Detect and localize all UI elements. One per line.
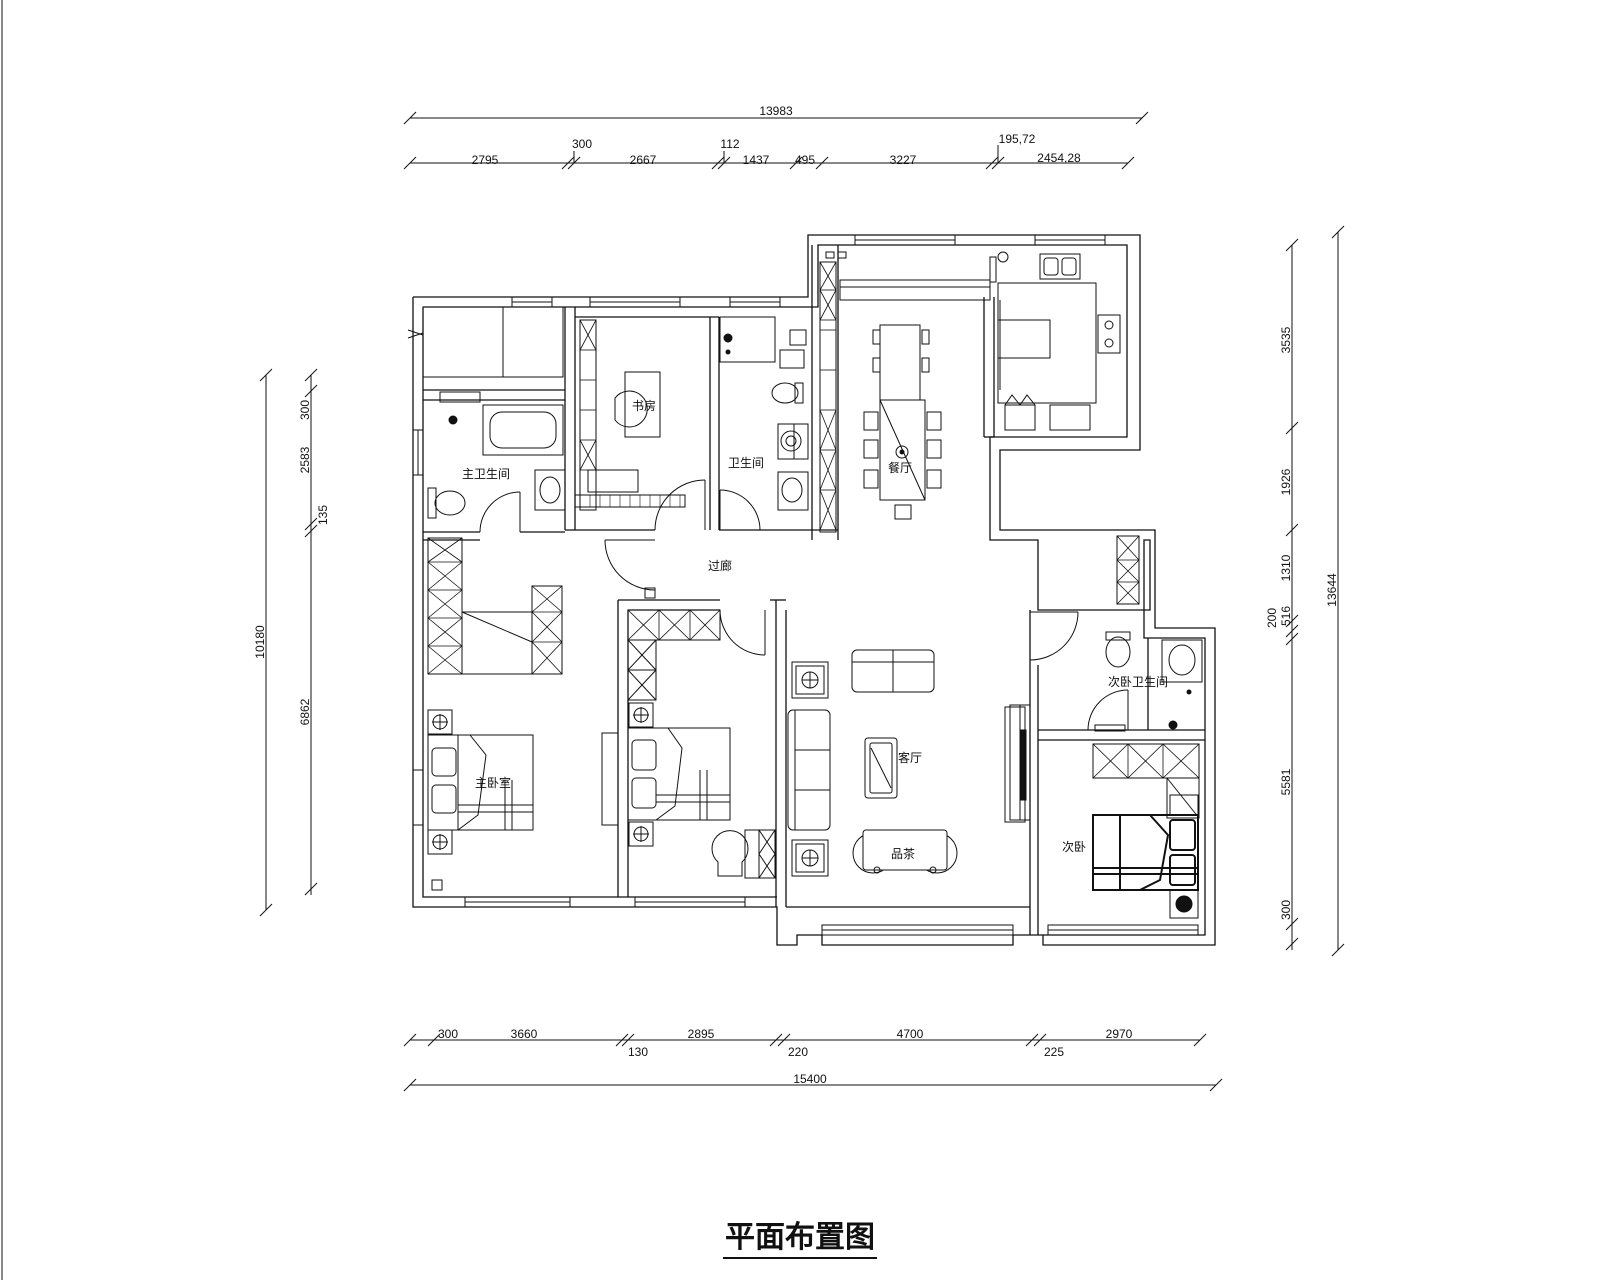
dim-top: 2795 (472, 153, 499, 167)
dimension-lines (259, 111, 1345, 1092)
drawing-title-text: 平面布置图 (723, 1220, 877, 1259)
dining-table (879, 399, 926, 501)
wardrobe (427, 537, 463, 675)
furniture (407, 251, 1203, 919)
master-bed (457, 734, 534, 831)
dim-bottom-overall: 15400 (793, 1072, 827, 1086)
room-labels: 主卫生间 书房 卫生间 餐厅 过廊 客厅 主卧室 次卧卫生间 次卧 品茶 (462, 398, 1168, 861)
dim-top: 495 (795, 153, 815, 167)
dim-right-overall: 13644 (1325, 573, 1339, 607)
guest-bed (1092, 814, 1199, 891)
toilet (1105, 636, 1131, 668)
dim-bottom: 130 (628, 1045, 648, 1059)
room-label-corridor: 过廊 (708, 558, 732, 573)
room-label-master-bath: 主卫生间 (462, 467, 510, 481)
dim-top: 195,72 (999, 132, 1036, 146)
room-label-tea-table: 品茶 (891, 846, 915, 861)
room-label-master-bedroom: 主卧室 (475, 775, 511, 790)
dim-top: 112 (720, 137, 739, 151)
dim-top-overall: 13983 (759, 104, 793, 118)
sink (1039, 253, 1081, 280)
dim-bottom: 2970 (1106, 1027, 1133, 1041)
dim-right: 5581 (1279, 768, 1293, 795)
dim-top: 1437 (743, 153, 770, 167)
dim-right: 1310 (1279, 554, 1293, 581)
dim-left-inner: 6862 (298, 698, 312, 725)
room-label-bathroom: 卫生间 (728, 456, 764, 470)
second-bed (627, 727, 731, 821)
armchair (711, 830, 749, 877)
dim-left-inner: 135 (316, 505, 330, 525)
side-table (791, 839, 829, 877)
dim-bottom: 300 (438, 1027, 458, 1041)
room-label-guest-bath: 次卧卫生间 (1108, 675, 1168, 689)
stove (1097, 314, 1121, 354)
coffee-table (864, 737, 898, 799)
dim-right: 3535 (1279, 326, 1293, 353)
dim-right: 200 (1265, 608, 1279, 628)
dim-right: 300 (1279, 900, 1293, 920)
room-label-living: 客厅 (898, 750, 922, 765)
dim-top: 3227 (890, 153, 917, 167)
dim-top: 300 (572, 137, 592, 151)
dim-left-inner: 2583 (298, 446, 312, 473)
side-table (791, 661, 829, 699)
dim-right: 516 (1279, 606, 1293, 626)
sofa (787, 709, 831, 831)
dim-bottom: 220 (788, 1045, 808, 1059)
dim-top: 2454,28 (1037, 151, 1081, 165)
toilet (434, 490, 466, 516)
kitchen-island (997, 282, 1097, 404)
toilet (771, 382, 799, 404)
dim-left-inner: 300 (298, 400, 312, 420)
washbasin (534, 469, 566, 511)
room-label-study: 书房 (632, 398, 656, 413)
study-desk (624, 371, 661, 438)
dim-bottom: 4700 (897, 1027, 924, 1041)
walls (412, 234, 1216, 946)
dim-right: 1926 (1279, 468, 1293, 495)
drawing-title: 平面布置图 (0, 1212, 1600, 1259)
dim-bottom: 225 (1044, 1045, 1064, 1059)
dim-bottom: 3660 (511, 1027, 538, 1041)
windows (412, 234, 1199, 936)
room-label-guest-bedroom: 次卧 (1062, 840, 1086, 854)
room-label-dining: 餐厅 (888, 460, 912, 475)
dimension-labels: 13983 2795 300 2667 112 1437 495 3227 19… (253, 104, 1339, 1086)
dim-left-outer: 10180 (253, 625, 267, 659)
tea-table (862, 829, 948, 871)
bar-table (879, 324, 921, 401)
dim-bottom: 2895 (688, 1027, 715, 1041)
bathtub (482, 404, 564, 456)
dim-top: 2667 (630, 153, 657, 167)
